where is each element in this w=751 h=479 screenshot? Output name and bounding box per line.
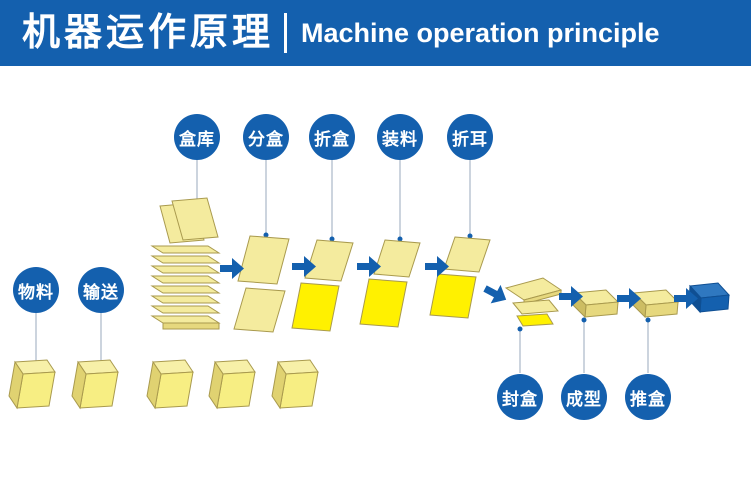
badge-material: 物料 (13, 267, 59, 313)
badge-conveying: 输送 (78, 267, 124, 313)
connector-dots (33, 205, 651, 367)
page-title-english: Machine operation principle (301, 17, 660, 48)
flat-blank-carton (233, 235, 290, 333)
badge-push-box: 推盒 (625, 374, 671, 420)
badge-fold-box: 折盒 (309, 114, 355, 160)
pushed-carton (632, 289, 679, 318)
material-boxes (8, 359, 319, 409)
badge-seal-box: 封盒 (497, 374, 543, 420)
ear-folding-carton (429, 236, 491, 319)
folding-carton (291, 239, 354, 332)
page-title-chinese: 机器运作原理 (22, 12, 275, 54)
sealing-carton (504, 277, 563, 327)
title-divider (284, 13, 288, 53)
badge-forming: 成型 (561, 374, 607, 420)
badge-separate-box: 分盒 (243, 114, 289, 160)
title-banner: 机器运作原理 Machine operation principle (0, 0, 751, 66)
badge-box-magazine: 盒库 (174, 114, 220, 160)
badge-filling: 装料 (377, 114, 423, 160)
carton-stack (150, 197, 221, 330)
filling-carton (359, 239, 421, 328)
badge-fold-ear: 折耳 (447, 114, 493, 160)
